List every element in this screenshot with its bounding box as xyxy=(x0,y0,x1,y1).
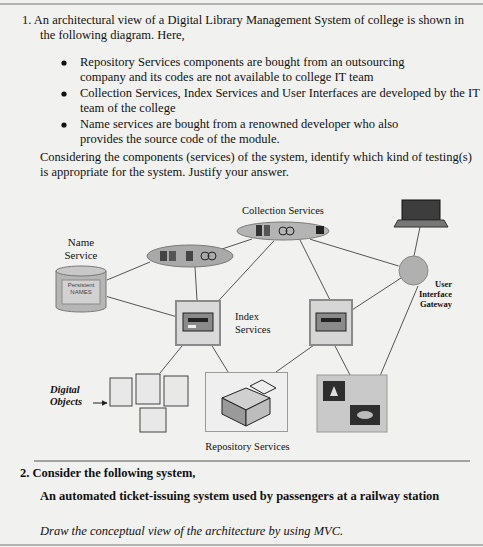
book-icon xyxy=(264,225,270,236)
object-icon xyxy=(286,227,294,235)
bullet-text: Repository Services components are bough… xyxy=(80,55,438,85)
bullet-dot xyxy=(61,122,66,127)
repository-box: Repository Services xyxy=(205,372,288,432)
callout-text: Digital Objects xyxy=(50,384,92,408)
connector-line xyxy=(219,241,274,300)
carton-icon xyxy=(222,398,246,426)
connector-line xyxy=(107,297,175,317)
bullet-text: Name services are bought from a renowned… xyxy=(80,117,422,147)
book-icon xyxy=(136,374,160,404)
laptop-base xyxy=(394,220,448,227)
cylinder-top xyxy=(56,266,106,276)
node-heading: User Interface Gateway xyxy=(406,279,452,309)
cylinder-body xyxy=(56,271,106,312)
network-wire xyxy=(414,227,420,256)
book-icon xyxy=(160,251,167,261)
server-icon xyxy=(188,325,196,328)
ellipse-outline xyxy=(237,222,329,240)
media-icon xyxy=(323,381,345,401)
book-icon xyxy=(186,251,193,261)
network-wire xyxy=(222,239,252,249)
question-text: 1. An architectural view of a Digital Li… xyxy=(22,13,470,43)
book-icon xyxy=(140,408,166,432)
question-text: Draw the conceptual view of the architec… xyxy=(40,524,470,539)
object-icon xyxy=(201,252,209,260)
page-rule xyxy=(34,461,470,462)
node-heading: Repository Services xyxy=(191,441,304,453)
book-icon xyxy=(110,378,132,406)
index-server-box xyxy=(310,300,352,345)
book-icon xyxy=(169,251,176,261)
server-icon xyxy=(316,313,346,331)
circle-outline xyxy=(399,256,428,285)
server-icon xyxy=(321,318,341,322)
page-rule xyxy=(0,545,483,546)
ellipse-outline xyxy=(236,221,330,241)
circle-outline xyxy=(398,255,429,286)
page-rule xyxy=(0,4,483,5)
network-wire xyxy=(195,267,197,300)
network-wire xyxy=(300,240,330,300)
repository-box xyxy=(317,375,387,432)
book-icon xyxy=(164,376,188,406)
laptop-screen xyxy=(402,200,440,220)
node-heading: Collection Services xyxy=(211,205,355,217)
book-icon xyxy=(256,225,262,236)
node-heading: Name Service xyxy=(60,236,102,262)
connector-line xyxy=(212,346,228,372)
object-icon xyxy=(208,252,216,260)
carton-icon xyxy=(222,388,270,410)
service-ellipse: Collection Services xyxy=(236,221,330,241)
cylinder-panel xyxy=(62,280,100,304)
network-wire xyxy=(335,346,350,375)
service-box: Index Services xyxy=(175,300,221,346)
object-icon xyxy=(279,227,287,235)
network-wire xyxy=(160,346,182,373)
network-wire xyxy=(107,262,150,280)
network-wire xyxy=(380,286,418,376)
store-label: Persistent NAMES xyxy=(63,282,99,296)
media-icon xyxy=(330,386,338,396)
bullet-text: Collection Services, Index Services and … xyxy=(80,86,480,116)
node-heading: Index Services xyxy=(235,310,281,336)
name-service-cylinder: Name ServicePersistent NAMES xyxy=(55,266,107,312)
network-wire xyxy=(352,278,401,310)
question-text: Considering the components (services) of… xyxy=(40,150,472,180)
object-icon xyxy=(316,226,324,234)
name-cache-ellipse xyxy=(147,245,233,267)
carton-icon xyxy=(250,380,276,394)
media-icon xyxy=(350,405,380,425)
server-icon xyxy=(183,313,213,331)
leader-arrow xyxy=(93,403,107,404)
question-text: 2. Consider the following system, xyxy=(20,466,460,481)
gateway-circle: User Interface Gateway xyxy=(398,255,429,286)
question-text: An automated ticket-issuing system used … xyxy=(40,489,448,504)
carton-icon xyxy=(246,398,270,426)
connector-line xyxy=(310,239,399,266)
media-icon xyxy=(357,411,373,419)
server-icon xyxy=(188,318,208,322)
network-wire xyxy=(276,345,314,372)
bullet-dot xyxy=(61,91,66,96)
bullet-dot xyxy=(61,60,66,65)
